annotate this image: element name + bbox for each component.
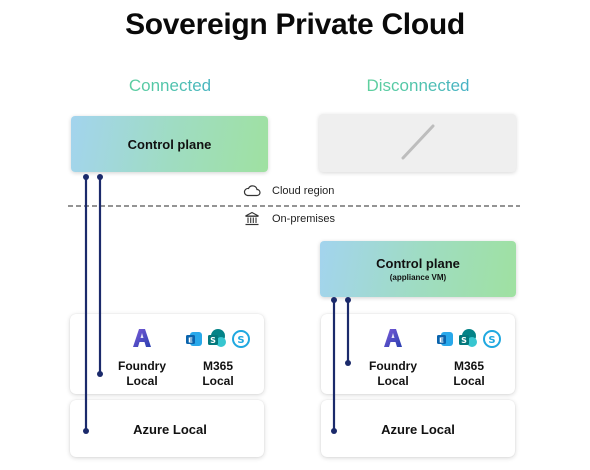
connected-azure-local-card <box>70 400 264 457</box>
exchange-icon: E <box>437 330 457 348</box>
svg-text:E: E <box>439 337 444 345</box>
svg-text:S: S <box>488 335 495 346</box>
svg-text:S: S <box>210 336 216 345</box>
disconnected-m365-label: M365 Local <box>453 359 485 388</box>
disconnected-azure-local-label: Azure Local <box>381 422 455 437</box>
disconnected-connector-azure-top-dot <box>331 297 337 303</box>
diagram-title: Sovereign Private Cloud <box>125 8 465 41</box>
disconnected-control-plane: Control plane (appliance VM) <box>320 241 516 297</box>
connected-connector-azure-top-dot <box>83 174 89 180</box>
connected-connector-azure-bottom-dot <box>83 428 89 434</box>
connected-control-plane-label: Control plane <box>127 136 212 152</box>
svg-text:S: S <box>461 336 467 345</box>
disconnected-heading: Disconnected <box>318 76 518 96</box>
connected-control-plane: Control plane <box>71 116 268 172</box>
on-premises-label: On-premises <box>272 213 335 225</box>
disconnected-connector-foundry-top-dot <box>345 297 351 303</box>
foundry-icon <box>131 327 153 349</box>
cloud-icon <box>243 183 261 197</box>
disconnected-control-plane-label: Control plane <box>376 256 460 271</box>
disconnected-foundry-label: Foundry Local <box>369 359 417 388</box>
slash-icon <box>401 124 435 160</box>
connected-m365-label: M365 Local <box>202 359 234 388</box>
connected-foundry-label: Foundry Local <box>118 359 166 388</box>
disconnected-azure-local-card <box>321 400 515 457</box>
foundry-icon <box>382 327 404 349</box>
m365-icon-group: E <box>186 330 238 348</box>
svg-text:E: E <box>188 337 193 345</box>
skype-icon: S <box>231 329 251 349</box>
exchange-icon: E <box>186 332 202 346</box>
connected-connector-foundry-top-dot <box>97 174 103 180</box>
connected-connector-foundry-bottom-dot <box>97 371 103 377</box>
disconnected-services-card <box>321 314 515 394</box>
cloud-region-label: Cloud region <box>272 185 335 197</box>
connected-heading: Connected <box>70 76 270 96</box>
sharepoint-icon: S <box>457 328 479 350</box>
svg-text:S: S <box>237 335 244 346</box>
skype-icon: S <box>482 329 502 349</box>
connected-services-card <box>70 314 264 394</box>
connected-azure-local-label: Azure Local <box>133 422 207 437</box>
disconnected-empty-placeholder <box>319 114 516 172</box>
building-icon <box>244 211 260 227</box>
disconnected-connector-azure-bottom-dot <box>331 428 337 434</box>
disconnected-connector-foundry-bottom-dot <box>345 360 351 366</box>
sharepoint-icon: S <box>206 328 228 350</box>
disconnected-control-plane-sublabel: (appliance VM) <box>389 273 447 282</box>
